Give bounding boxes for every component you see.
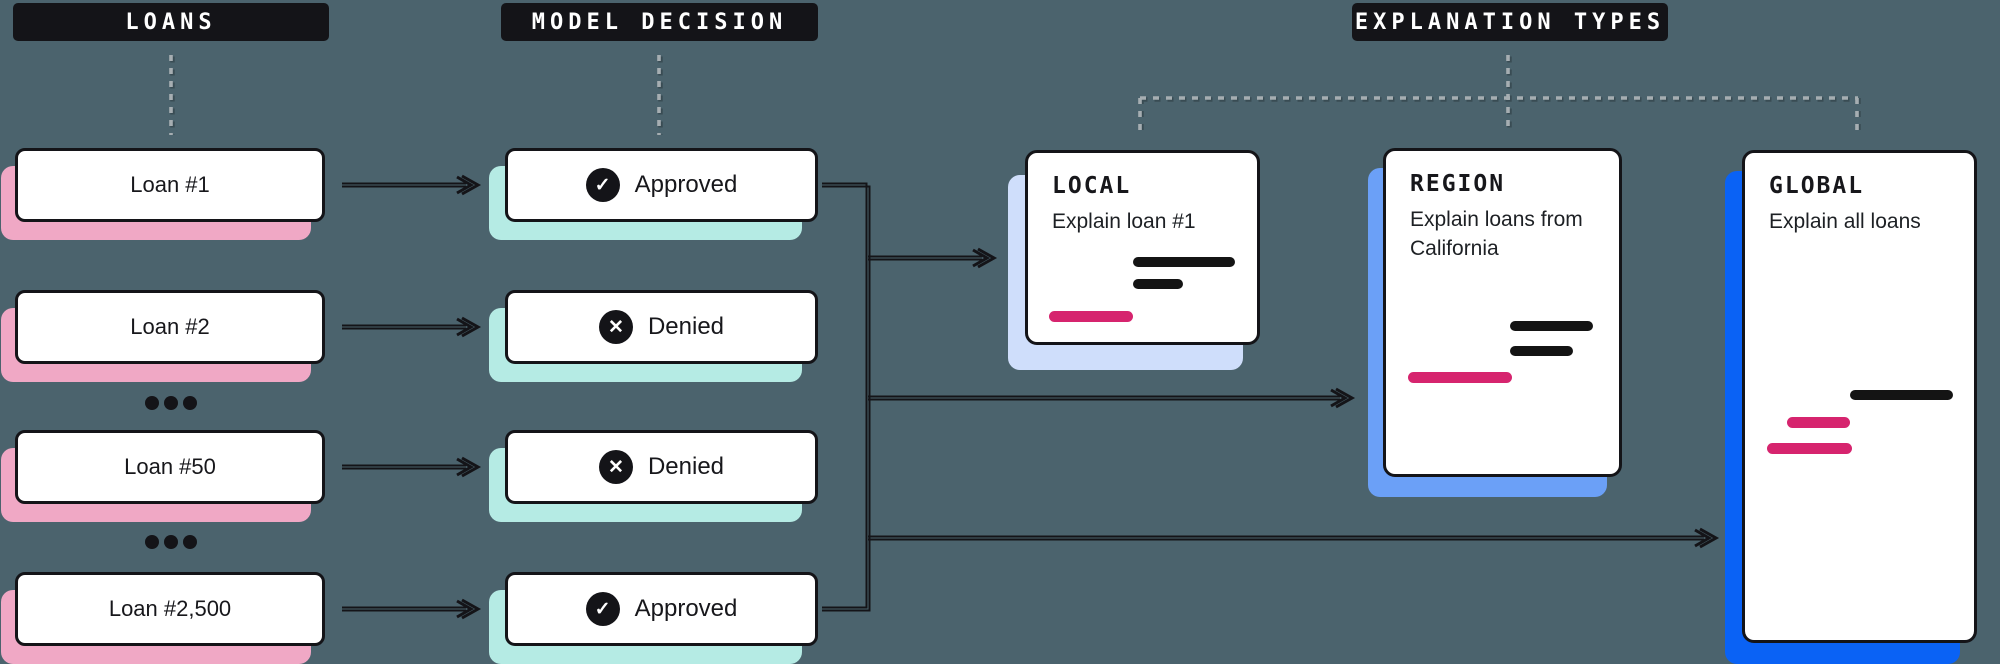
- importance-bar: [1850, 390, 1953, 400]
- region-description: Explain loans from California: [1410, 208, 1583, 260]
- ellipsis-dots: [145, 396, 197, 410]
- loan-card-50: Loan #50: [15, 430, 325, 504]
- loan-label: Loan #50: [124, 454, 216, 479]
- loan-card-1: Loan #1: [15, 148, 325, 222]
- importance-bar: [1510, 346, 1573, 356]
- region-explanation-card: REGION Explain loans from California: [1383, 148, 1622, 477]
- region-title: REGION: [1410, 171, 1506, 197]
- global-description: Explain all loans: [1769, 210, 1921, 233]
- decision-label: Denied: [647, 313, 725, 340]
- importance-bar: [1133, 279, 1183, 289]
- importance-bar: [1049, 311, 1133, 322]
- local-explanation-card: LOCAL Explain loan #1: [1025, 150, 1260, 345]
- importance-bar: [1133, 257, 1235, 267]
- global-explanation-card: GLOBAL Explain all loans: [1742, 150, 1977, 643]
- importance-bar: [1767, 443, 1852, 454]
- check-circle-icon: ✓: [585, 592, 620, 626]
- decision-card-denied-2: ✕ Denied: [505, 430, 818, 504]
- local-title: LOCAL: [1052, 173, 1132, 199]
- loan-label: Loan #2,500: [108, 596, 232, 621]
- decision-label: Denied: [647, 453, 725, 480]
- decision-label: Approved: [634, 171, 738, 198]
- loan-label: Loan #1: [130, 172, 210, 197]
- ellipsis-dots: [145, 535, 197, 549]
- local-description: Explain loan #1: [1052, 210, 1196, 233]
- loan-label: Loan #2: [130, 314, 210, 339]
- decision-label: Approved: [634, 595, 738, 622]
- decision-card-denied-1: ✕ Denied: [505, 290, 818, 364]
- decision-card-approved-2: ✓ Approved: [505, 572, 818, 646]
- x-circle-icon: ✕: [598, 450, 633, 484]
- check-circle-icon: ✓: [585, 168, 620, 202]
- loan-card-2500: Loan #2,500: [15, 572, 325, 646]
- loan-card-2: Loan #2: [15, 290, 325, 364]
- explanation-types-header: EXPLANATION TYPES: [1352, 3, 1668, 41]
- importance-bar: [1510, 321, 1593, 331]
- loans-header: LOANS: [13, 3, 329, 41]
- decision-card-approved-1: ✓ Approved: [505, 148, 818, 222]
- global-title: GLOBAL: [1769, 173, 1865, 199]
- importance-bar: [1787, 417, 1850, 428]
- importance-bar: [1408, 372, 1512, 383]
- model-decision-header: MODEL DECISION: [501, 3, 818, 41]
- x-circle-icon: ✕: [598, 310, 633, 344]
